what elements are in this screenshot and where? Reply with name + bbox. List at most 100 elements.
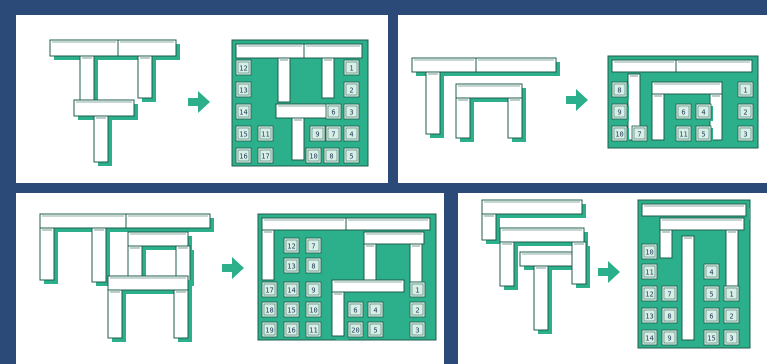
p1-tile-1	[343, 59, 360, 76]
p4-tile-12	[641, 285, 658, 302]
p2-tile-2-label: 2	[743, 109, 747, 117]
p1-tile-4-label: 4	[349, 131, 353, 139]
p2-tile-6-label: 6	[681, 109, 685, 117]
p2-tile-3-inset	[739, 127, 752, 140]
p4-tile-5-inset	[705, 287, 718, 300]
p2-tile-5	[695, 125, 712, 142]
p4-s-inner-left	[659, 229, 673, 259]
p2-tile-7	[631, 125, 648, 142]
p4-tile-10-label: 10	[645, 249, 653, 257]
p2-tile-6-inset	[677, 105, 690, 118]
p4-inner-top	[499, 227, 585, 243]
p2-tile-4	[695, 103, 712, 120]
p1-s-stem-right	[321, 57, 335, 99]
p3-stem-mid-left	[91, 227, 107, 283]
p2-tile-2-inset	[739, 105, 752, 118]
p4-tile-1	[723, 285, 740, 302]
p3-tile-8	[305, 257, 322, 274]
p4-tile-11-inset	[643, 265, 656, 278]
p3-tile-7	[305, 237, 322, 254]
p3-tile-18-label: 18	[265, 307, 273, 315]
p4-tile-2-inset	[725, 309, 738, 322]
p4-tile-8	[661, 307, 678, 324]
p1-tile-15-inset	[237, 127, 250, 140]
p3-tile-11-inset	[307, 323, 320, 336]
p4-arrow-icon	[598, 261, 620, 283]
p3-tile-20-label: 20	[351, 327, 359, 335]
p1-tile-5	[343, 147, 360, 164]
p3-tile-12-inset	[285, 239, 298, 252]
p3-tile-9	[305, 281, 322, 298]
p4-stem-left	[481, 213, 497, 241]
p2-tile-9-label: 9	[617, 109, 621, 117]
p1-tile-8-inset	[325, 149, 338, 162]
p4-tile-4	[703, 263, 720, 280]
p4-tile-12-label: 12	[645, 291, 653, 299]
p3-tile-13	[283, 257, 300, 274]
p3-tile-3-label: 3	[415, 327, 419, 335]
p1-tile-1-label: 1	[349, 65, 353, 73]
p3-tile-18-inset	[263, 303, 276, 316]
p1-tile-10-inset	[307, 149, 320, 162]
p4-tile-4-label: 4	[709, 269, 713, 277]
p1-stem-lower	[93, 115, 109, 163]
p3-tile-7-label: 7	[311, 243, 315, 251]
p1-arrow-icon	[188, 91, 210, 113]
p1-tile-8	[323, 147, 340, 164]
p1-tile-12	[235, 59, 252, 76]
p1-bar-lower	[73, 99, 135, 117]
p2-tile-8-label: 8	[617, 87, 621, 95]
p3-tile-3-inset	[411, 323, 424, 336]
p4-tile-12-inset	[643, 287, 656, 300]
p1-tile-7-label: 7	[331, 131, 335, 139]
p4-tile-8-inset	[663, 309, 676, 322]
p2-tile-6	[675, 103, 692, 120]
p3-tile-20	[347, 321, 364, 338]
p1-stem-right	[137, 55, 153, 99]
p2-bar-right	[475, 57, 557, 73]
p4-tile-5	[703, 285, 720, 302]
p1-tile-2	[343, 81, 360, 98]
p3-tile-19-label: 19	[265, 327, 273, 335]
p3-tile-5-inset	[369, 323, 382, 336]
p1-tile-17-label: 17	[261, 153, 269, 161]
p4-inner-left	[499, 241, 515, 287]
p4-s-inner-right	[725, 229, 739, 287]
p3-tile-6-inset	[349, 303, 362, 316]
p3-tile-16	[283, 321, 300, 338]
p2-s-bar-right	[675, 59, 753, 73]
p1-tile-6-inset	[327, 105, 340, 118]
p4-tile-4-inset	[705, 265, 718, 278]
p3-tile-10-inset	[307, 303, 320, 316]
p3-tile-18	[261, 301, 278, 318]
p4-bar-top	[481, 199, 583, 215]
p1-s-stem-lower	[291, 117, 305, 161]
p3-tile-11-label: 11	[309, 327, 317, 335]
p4-tile-15-inset	[705, 331, 718, 344]
p4-tile-7	[661, 285, 678, 302]
p1-stem-left	[79, 55, 95, 103]
p2-arch-left	[455, 97, 471, 139]
p2-tile-1-inset	[739, 83, 752, 96]
p1-tile-9	[309, 125, 326, 142]
p3-tile-13-label: 13	[287, 263, 295, 271]
p4-tile-8-label: 8	[667, 313, 671, 321]
p3-s-arch-left	[363, 243, 377, 283]
p4-s-inner-top	[659, 217, 745, 231]
p3-tile-1	[409, 281, 426, 298]
p4-tile-1-inset	[725, 287, 738, 300]
p2-tile-8-inset	[613, 83, 626, 96]
p3-s-arch-top	[363, 231, 425, 245]
p4-tile-10-inset	[643, 245, 656, 258]
p4-tile-3-inset	[725, 331, 738, 344]
p3-tile-14-label: 14	[287, 287, 295, 295]
p3-stem-far-left	[39, 227, 55, 281]
p3-tile-11	[305, 321, 322, 338]
p2-tile-9	[611, 103, 628, 120]
p2-s-arch-left	[651, 93, 665, 141]
p3-lower-left	[107, 289, 123, 339]
p2-tile-11-label: 11	[679, 131, 687, 139]
p3-tile-15-label: 15	[287, 307, 295, 315]
p2-tile-11-inset	[677, 127, 690, 140]
